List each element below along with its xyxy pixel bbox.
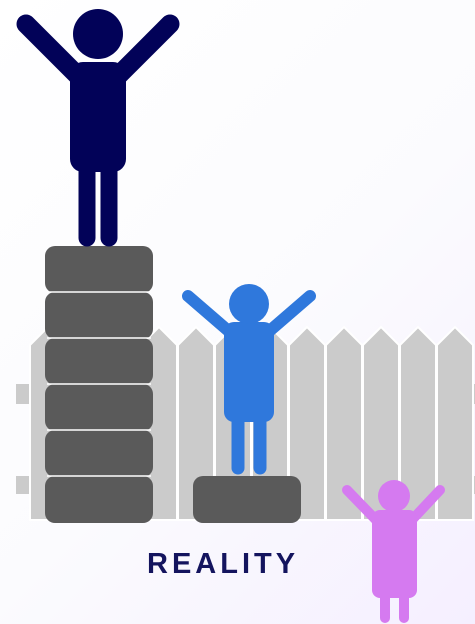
figure-head (73, 9, 123, 59)
tire (45, 384, 153, 431)
figure-arm-right (118, 24, 170, 76)
short-figure (347, 480, 440, 624)
reality-title: REALITY (147, 548, 299, 580)
figure-torso (224, 322, 274, 422)
figure-head (229, 284, 269, 324)
tall-tire-stack (45, 246, 153, 523)
figure-torso (372, 510, 417, 598)
figure-arm-left (26, 24, 78, 76)
short-tire-stack (193, 476, 301, 523)
figure-head (378, 480, 410, 512)
figure-leg-gap (95, 168, 101, 248)
tire (45, 246, 153, 293)
figure-torso (70, 62, 126, 172)
tire (45, 430, 153, 477)
tire (45, 292, 153, 339)
tire (193, 476, 301, 523)
tall-figure (26, 9, 170, 248)
tire (45, 338, 153, 385)
tire (45, 476, 153, 523)
